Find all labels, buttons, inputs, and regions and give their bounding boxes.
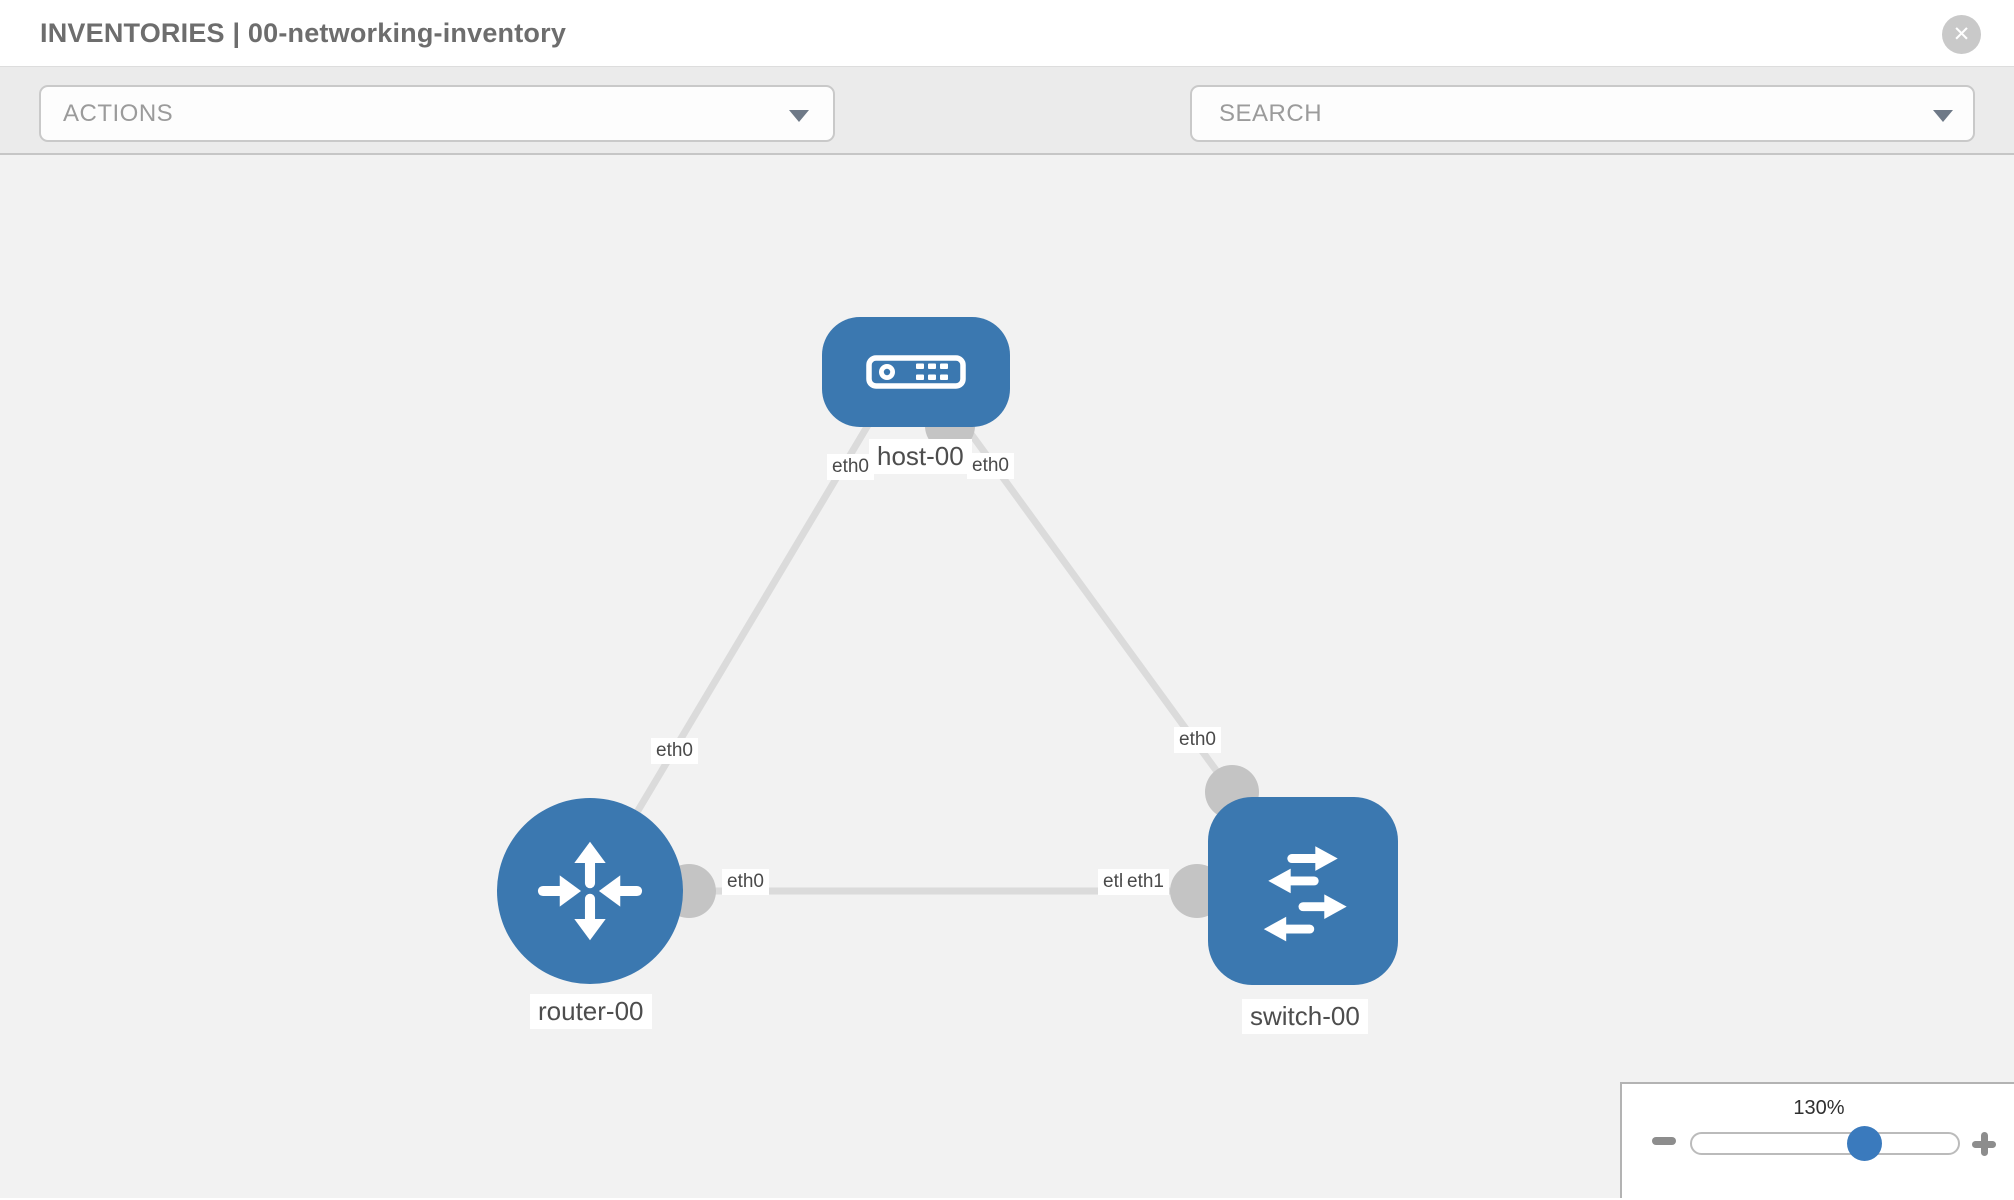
node-label-router: router-00 [530,994,652,1029]
topology-links-layer [586,401,1259,918]
node-host-00[interactable] [822,317,1010,427]
topology-canvas[interactable]: host-00 router-00 switch-00 eth0 eth0 et… [0,155,2014,1198]
toolbar: ACTIONS SEARCH [0,67,2014,195]
zoom-slider-handle[interactable] [1847,1126,1882,1161]
close-icon: ✕ [1952,23,1971,46]
zoom-level-value: 130% [1793,1097,1845,1119]
link-host-router[interactable] [586,403,884,893]
chevron-down-icon [1933,110,1953,122]
search-dropdown-placeholder: SEARCH [1219,99,1323,127]
node-router-00[interactable] [497,798,683,984]
zoom-in-button[interactable] [1972,1132,1996,1156]
actions-dropdown[interactable]: ACTIONS [39,85,835,142]
iface-label-switch-eth0: eth0 [1174,727,1221,753]
chevron-down-icon [789,110,809,122]
iface-label-host-eth0-left: eth0 [827,454,874,480]
iface-label-router-eth0: eth0 [722,869,769,895]
node-label-host: host-00 [869,439,972,474]
page-title: INVENTORIES | 00-networking-inventory [40,18,567,48]
header: INVENTORIES | 00-networking-inventory ✕ [0,0,2014,67]
zoom-panel: 130% [1620,1082,2014,1198]
search-dropdown[interactable]: SEARCH [1190,85,1975,142]
node-switch-00[interactable] [1208,797,1398,985]
iface-label-router-eth0-host: eth0 [651,738,698,764]
node-label-switch: switch-00 [1242,999,1368,1034]
host-icon [866,355,966,389]
router-icon [537,841,643,941]
close-button[interactable]: ✕ [1942,15,1981,54]
zoom-slider-track[interactable] [1690,1132,1960,1155]
actions-dropdown-label: ACTIONS [63,99,174,127]
zoom-out-button[interactable] [1652,1137,1676,1145]
iface-label-host-eth0-right: eth0 [967,453,1014,479]
iface-label-switch-eth1: eth1 [1122,869,1169,895]
switch-icon [1263,846,1347,942]
